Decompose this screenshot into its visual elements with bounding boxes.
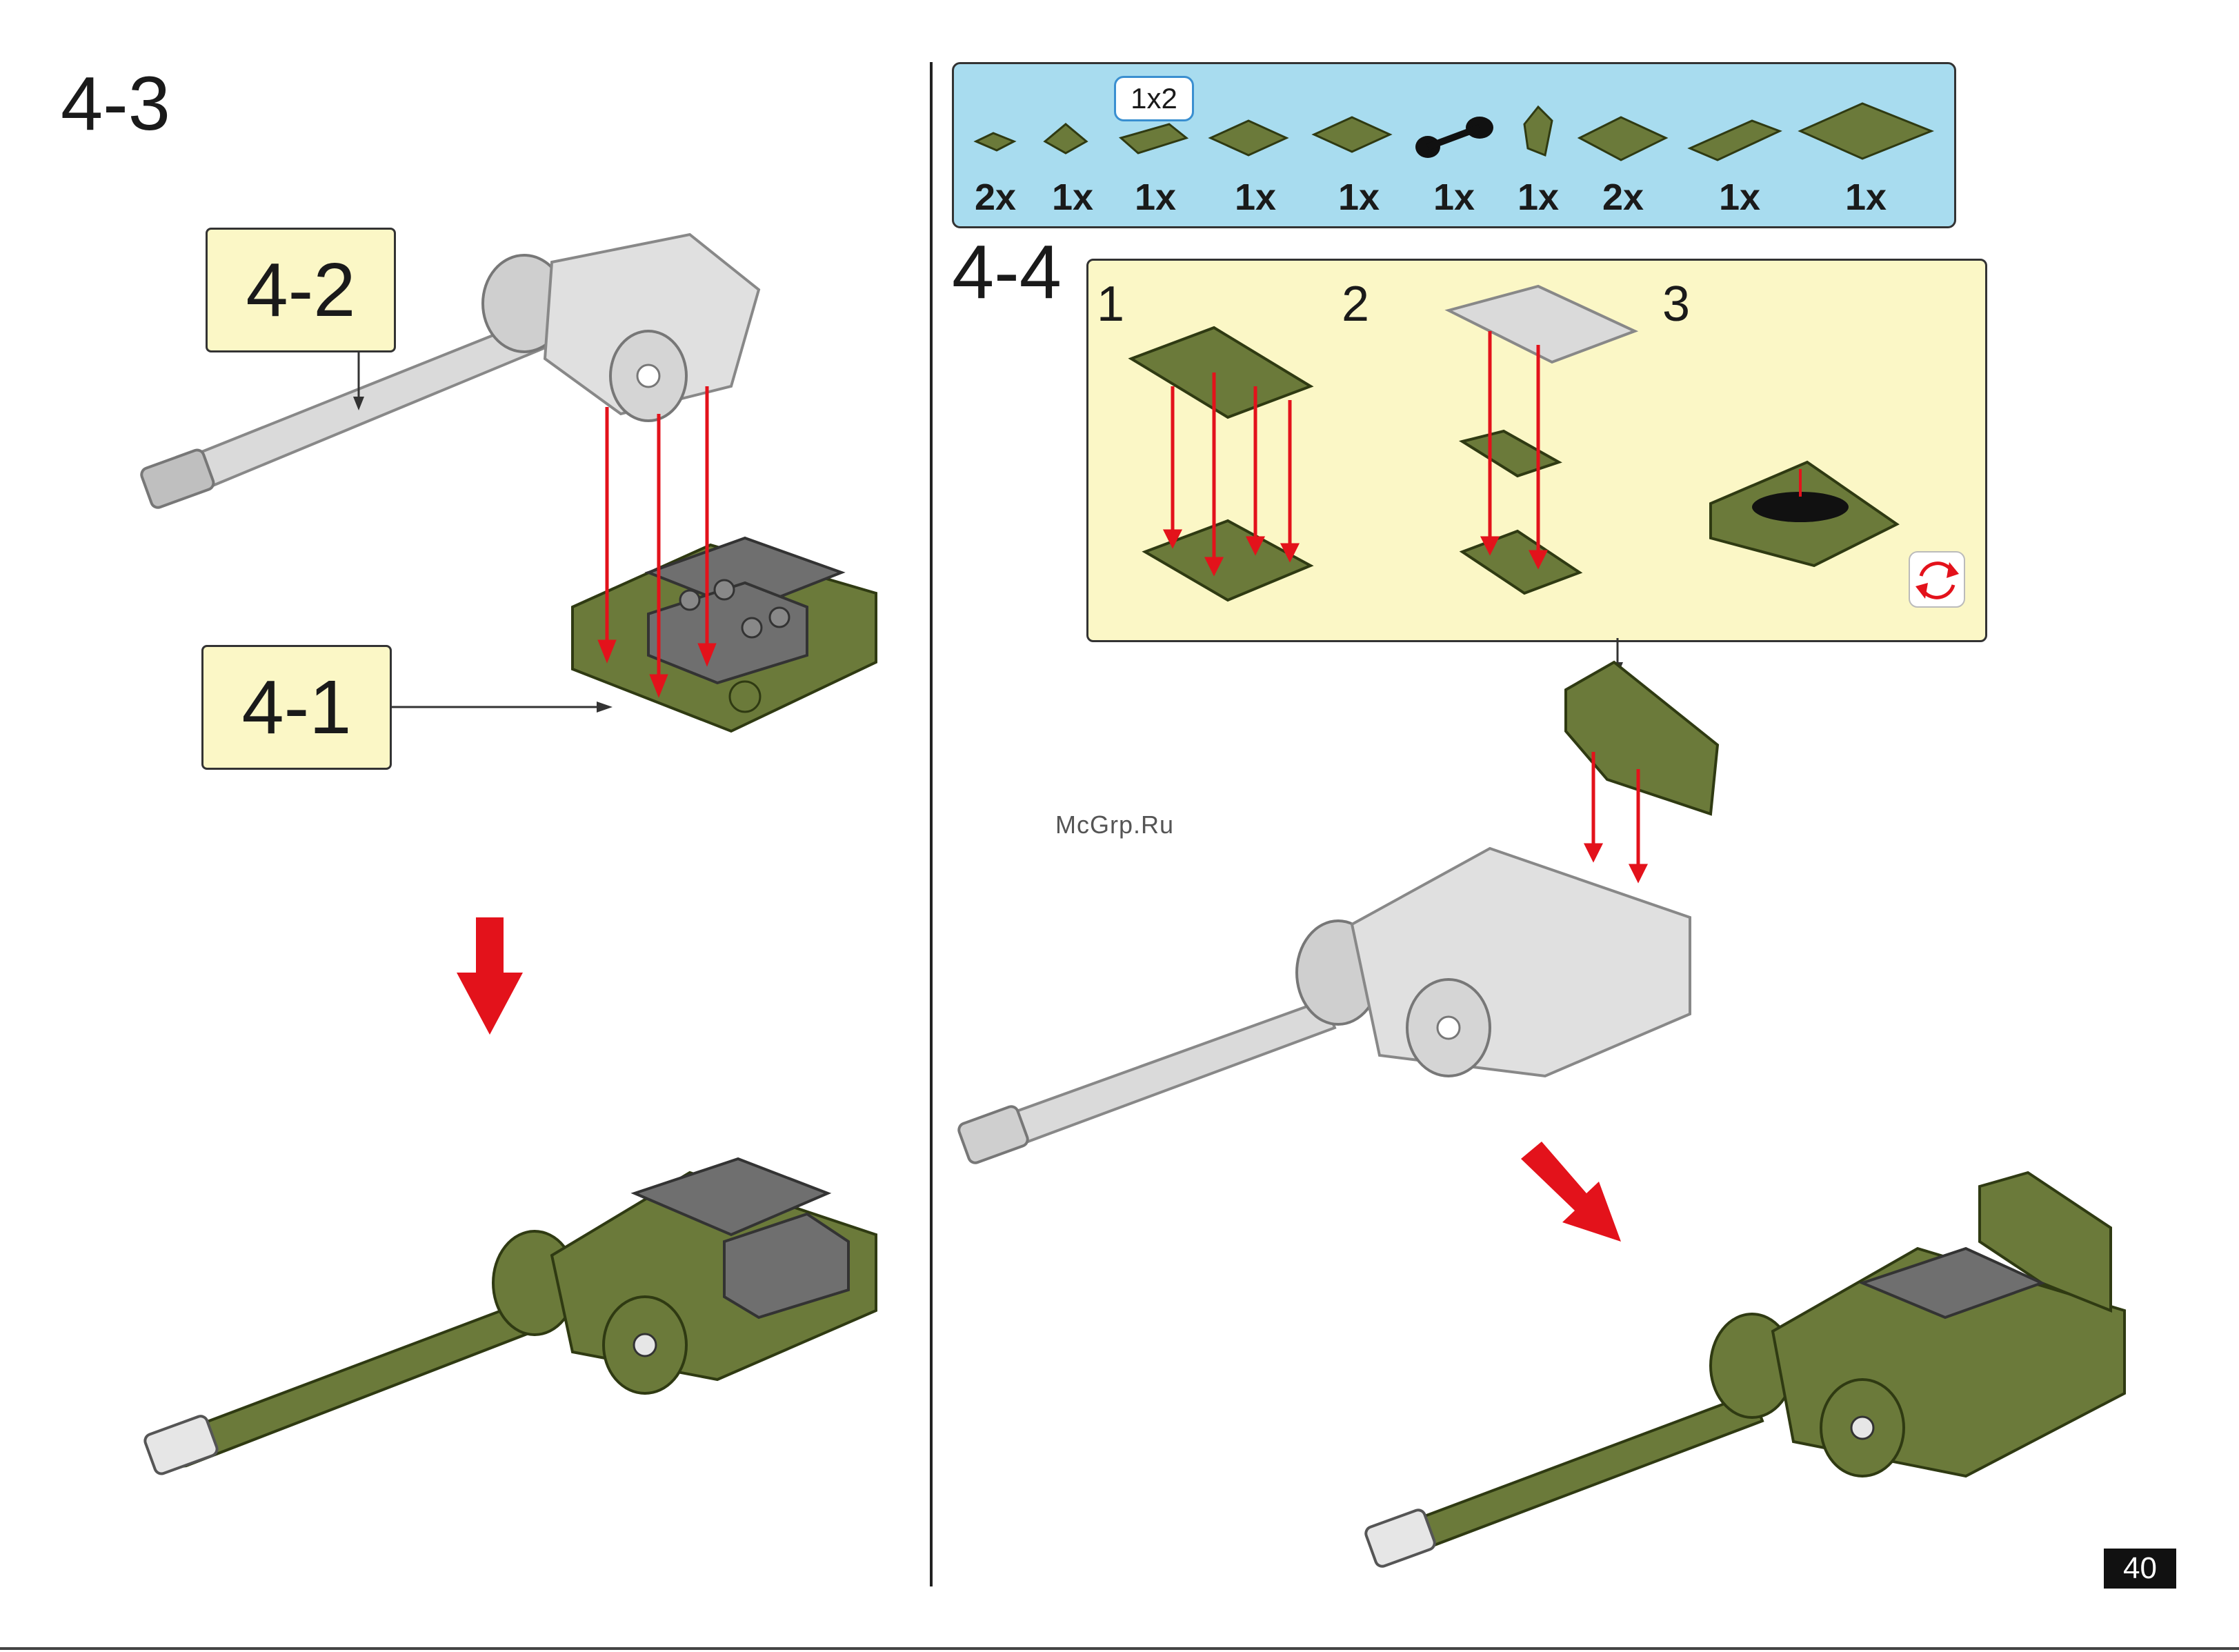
- substep-3-assembly: [1711, 462, 1897, 566]
- substep-number-2: 2: [1342, 276, 1369, 332]
- result-arrow-left: [457, 917, 523, 1035]
- part-qty-1: 2x: [954, 176, 1037, 219]
- step-title-4-4: 4-4: [952, 235, 1062, 310]
- step-title-4-3: 4-3: [61, 66, 170, 142]
- watermark-text: McGrp.Ru: [1055, 810, 1174, 839]
- part-qty-9: 1x: [1698, 176, 1781, 219]
- part-qty-3: 1x: [1114, 176, 1197, 219]
- substep-2-parts: [1449, 286, 1635, 593]
- grey-gun-full: [957, 848, 1690, 1165]
- part-qty-8: 2x: [1582, 176, 1664, 219]
- part-qty-2: 1x: [1031, 176, 1114, 219]
- part-qty-4: 1x: [1214, 176, 1297, 219]
- substep-1-parts: [1131, 328, 1311, 600]
- page-number: 40: [2104, 1549, 2176, 1589]
- green-subassembly-4-4: [1566, 662, 1718, 814]
- green-gun-assembly-result: [143, 1159, 876, 1475]
- reference-box-4-1: 4-1: [201, 645, 392, 770]
- part-qty-6: 1x: [1413, 176, 1495, 219]
- substep-number-3: 3: [1662, 276, 1690, 332]
- part-qty-7: 1x: [1497, 176, 1580, 219]
- reference-box-4-2: 4-2: [206, 228, 396, 352]
- substep-number-1: 1: [1097, 276, 1124, 332]
- part-qty-10: 1x: [1824, 176, 1907, 219]
- rotate-icon: [1909, 552, 1964, 607]
- part-size-tag: 1x2: [1114, 76, 1194, 121]
- green-gun-full-result: [1364, 1173, 2124, 1569]
- result-arrow-right: [1521, 1142, 1621, 1242]
- chassis-green-4-1: [573, 538, 876, 731]
- part-qty-5: 1x: [1317, 176, 1400, 219]
